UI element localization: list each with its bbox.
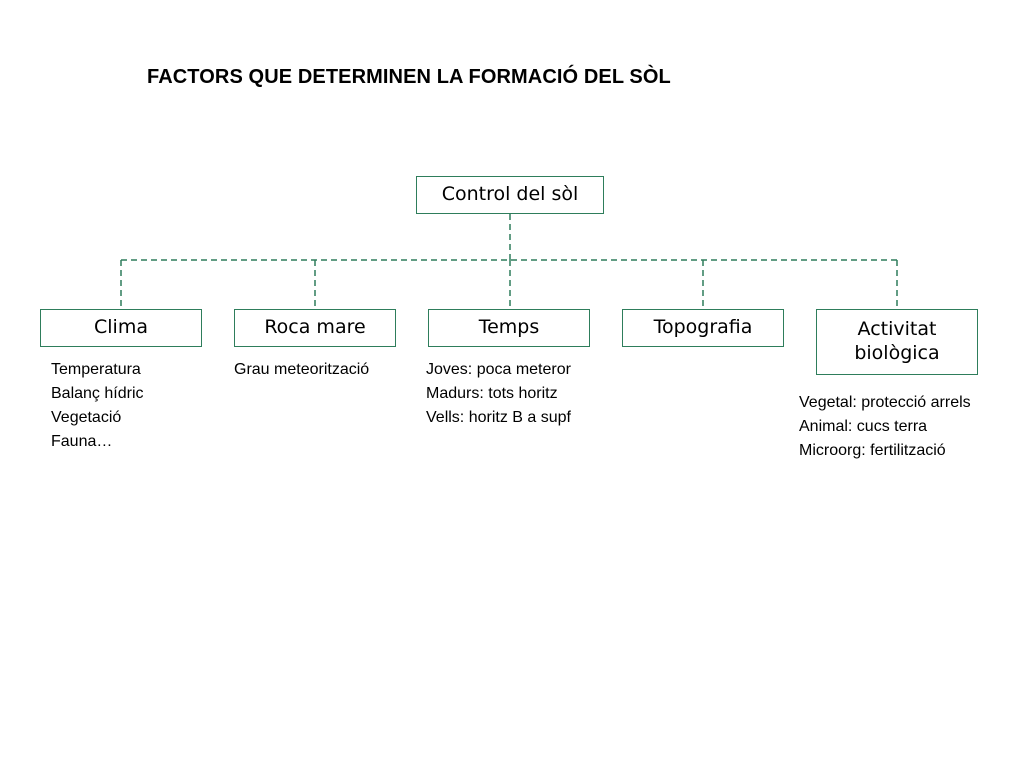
page-title: FACTORS QUE DETERMINEN LA FORMACIÓ DEL S… xyxy=(147,66,671,88)
factor-label-topografia: Topografia xyxy=(653,316,753,339)
root-node-label: Control del sòl xyxy=(441,183,579,206)
factor-label-activitat-biologica: Activitat biològica xyxy=(854,318,940,364)
note-item: Madurs: tots horitz xyxy=(426,385,558,402)
root-node-control-del-sol: Control del sòl xyxy=(416,176,604,214)
factor-node-roca-mare: Roca mare xyxy=(234,309,396,347)
note-item: Microorg: fertilització xyxy=(799,442,946,459)
factor-label-roca-mare: Roca mare xyxy=(264,316,366,339)
note-item: Temperatura xyxy=(51,361,141,378)
note-item: Animal: cucs terra xyxy=(799,418,928,435)
note-item: Vegetal: protecció arrels xyxy=(799,394,971,411)
factor-node-topografia: Topografia xyxy=(622,309,784,347)
note-item: Vegetació xyxy=(51,409,122,426)
notes-activitat-biologica: Vegetal: protecció arrels Animal: cucs t… xyxy=(799,391,971,463)
factor-label-clima: Clima xyxy=(94,316,148,339)
note-item: Grau meteorització xyxy=(234,361,370,378)
notes-roca-mare: Grau meteorització xyxy=(234,358,369,382)
note-item: Joves: poca meteror xyxy=(426,361,571,378)
factor-node-activitat-biologica: Activitat biològica xyxy=(816,309,978,375)
note-item: Fauna… xyxy=(51,433,113,450)
factor-node-clima: Clima xyxy=(40,309,202,347)
notes-temps: Joves: poca meteror Madurs: tots horitz … xyxy=(426,358,571,430)
factor-label-temps: Temps xyxy=(478,316,540,339)
note-item: Balanç hídric xyxy=(51,385,144,402)
note-item: Vells: horitz B a supf xyxy=(426,409,571,426)
notes-clima: Temperatura Balanç hídric Vegetació Faun… xyxy=(51,358,144,454)
factor-node-temps: Temps xyxy=(428,309,590,347)
